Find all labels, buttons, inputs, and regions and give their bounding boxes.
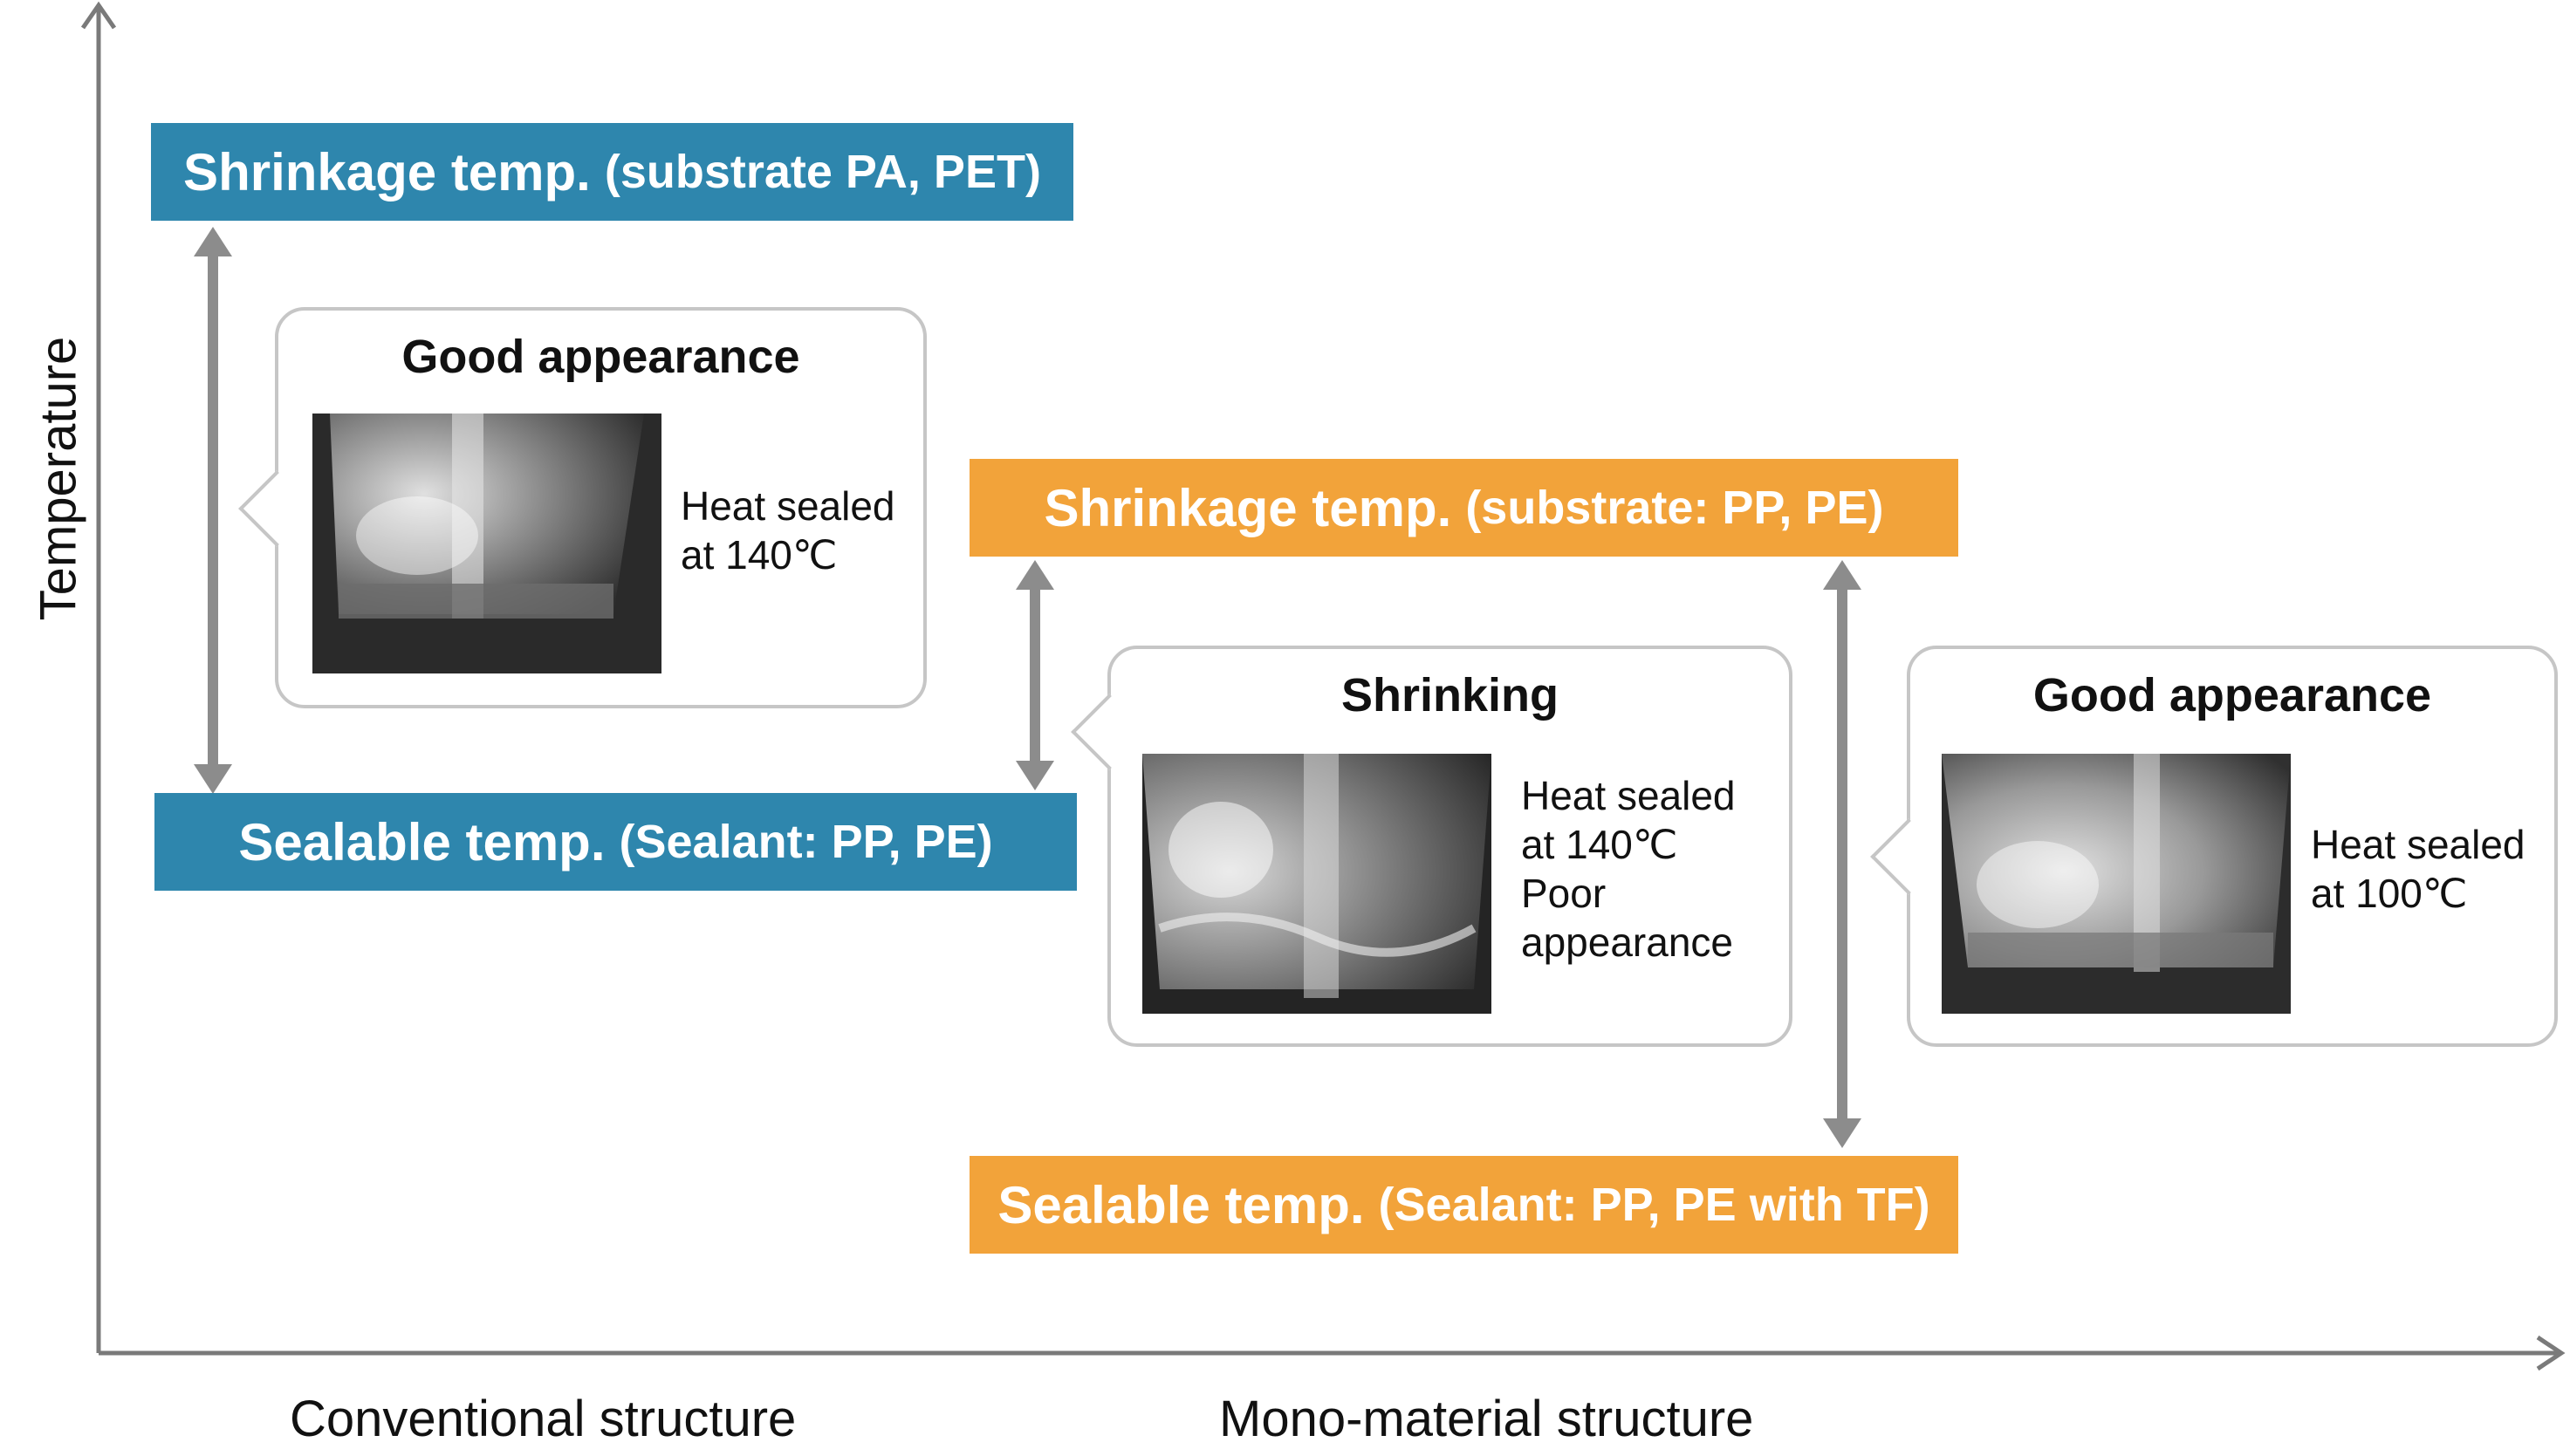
range-arrow-mono-wide [1823,560,1861,1148]
sealed-pouch-photo [1942,754,2291,1014]
note-line: Heat sealed [1521,773,1736,818]
note-line: Heat sealed [2311,822,2525,867]
y-axis-label: Temperature [30,336,87,621]
banner-main-text: Sealable temp. [238,812,606,872]
banner-sealable-conventional: Sealable temp. (Sealant: PP, PE) [154,793,1077,891]
note-line: appearance [1521,919,1733,965]
note-line: Heat sealed [681,483,895,529]
callout-note: Heat sealed at 140℃ [681,482,895,579]
range-arrow-mono-narrow [1016,560,1054,790]
callout-note: Heat sealed at 100℃ [2311,820,2525,918]
banner-detail-text: (Sealant: PP, PE) [619,816,993,868]
note-line: at 140℃ [1521,822,1678,867]
banner-detail-text: (Sealant: PP, PE with TF) [1378,1179,1930,1231]
banner-main-text: Shrinkage temp. [1044,478,1452,537]
note-line: at 140℃ [681,532,838,578]
callout-mono-shrinking: Shrinking Heat sealed at 140℃ Poor appea… [1071,646,1792,1047]
banner-main-text: Sealable temp. [997,1175,1365,1234]
x-axis-label-mono: Mono-material structure [1219,1391,1754,1447]
x-axis-label-conventional: Conventional structure [290,1391,797,1447]
banner-detail-text: (substrate: PP, PE) [1465,482,1884,534]
banner-detail-text: (substrate PA, PET) [604,146,1041,198]
callout-note: Heat sealed at 140℃ Poor appearance [1521,771,1736,967]
range-arrow-conventional [194,227,232,794]
sealed-pouch-photo [1142,754,1491,1014]
callout-title: Shrinking [1340,669,1559,721]
sealed-pouch-photo [312,414,661,673]
banner-shrinkage-mono: Shrinkage temp. (substrate: PP, PE) [970,459,1958,557]
banner-main-text: Shrinkage temp. [183,142,591,202]
x-axis [99,1335,2566,1371]
callout-conventional: Good appearance Heat sealed at 140℃ [238,307,927,708]
y-axis [80,1,117,1353]
banner-sealable-mono: Sealable temp. (Sealant: PP, PE with TF) [970,1156,1958,1254]
note-line: Poor [1521,871,1607,916]
callout-title: Good appearance [401,331,800,383]
banner-shrinkage-conventional: Shrinkage temp. (substrate PA, PET) [151,123,1073,221]
callout-title: Good appearance [2032,669,2432,721]
callout-mono-good: Good appearance Heat sealed at 100℃ [1870,646,2558,1047]
note-line: at 100℃ [2311,871,2468,916]
